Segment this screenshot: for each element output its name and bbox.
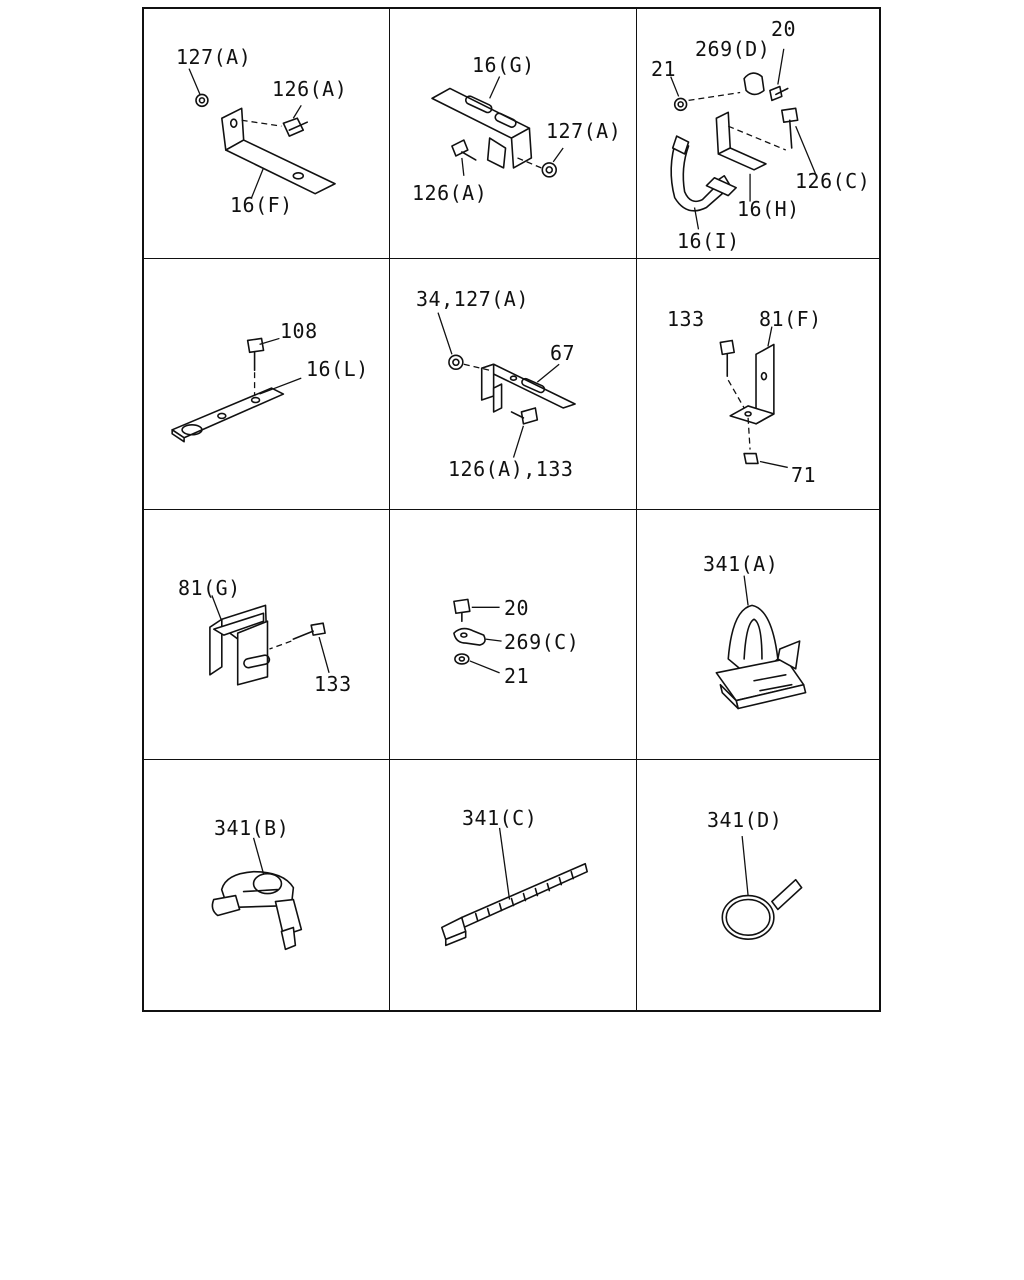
label-21: 21 bbox=[504, 663, 530, 688]
bracket-16g-drawing bbox=[431, 76, 564, 178]
label-127a: 127(A) bbox=[546, 119, 622, 143]
label-34-127a: 34,127(A) bbox=[416, 287, 529, 312]
cell-bracket-81f: 133 81(F) 71 bbox=[637, 259, 879, 510]
bracket-16h-16i-drawing bbox=[670, 48, 817, 230]
label-21: 21 bbox=[651, 57, 677, 81]
clamp-269c-drawing bbox=[453, 598, 502, 673]
band-341d-drawing bbox=[721, 835, 803, 940]
cell-bracket-16f: 127(A) 126(A) 16(F) bbox=[144, 9, 390, 260]
clip-341b-drawing bbox=[211, 837, 303, 950]
label-108: 108 bbox=[280, 319, 318, 344]
label-16l: 16(L) bbox=[306, 357, 369, 382]
cell-bracket-16g: 16(G) 127(A) 126(A) bbox=[390, 9, 637, 260]
label-126a: 126(A) bbox=[412, 181, 488, 205]
label-81f: 81(F) bbox=[759, 307, 822, 332]
label-269d: 269(D) bbox=[695, 37, 771, 61]
label-341b: 341(B) bbox=[214, 815, 290, 840]
cell-bracket-67: 34,127(A) 67 126(A),133 bbox=[390, 259, 637, 510]
bracket-16f-drawing bbox=[188, 68, 336, 198]
label-16g: 16(G) bbox=[472, 53, 535, 77]
label-81g: 81(G) bbox=[178, 575, 241, 600]
bracket-81f-drawing bbox=[719, 326, 788, 469]
cell-clip-341b: 341(B) bbox=[144, 759, 390, 1010]
tie-341c-drawing bbox=[440, 827, 588, 946]
label-126a: 126(A) bbox=[272, 77, 348, 101]
clip-341a-drawing bbox=[715, 575, 807, 709]
label-127a: 127(A) bbox=[176, 45, 252, 69]
label-341c: 341(C) bbox=[462, 805, 538, 830]
label-341a: 341(A) bbox=[703, 551, 779, 576]
label-20: 20 bbox=[771, 17, 797, 41]
label-126c: 126(C) bbox=[795, 169, 871, 193]
label-16i: 16(I) bbox=[677, 229, 740, 253]
cell-band-341d: 341(D) bbox=[637, 760, 879, 1010]
label-16f: 16(F) bbox=[230, 193, 293, 217]
label-126a-133: 126(A),133 bbox=[448, 457, 574, 482]
label-133: 133 bbox=[667, 307, 705, 332]
cell-clip-341a: 341(A) bbox=[637, 510, 879, 760]
label-133: 133 bbox=[314, 671, 352, 696]
cell-bracket-16h-16i: 20 269(D) 21 126(C) 16(H) 16(I) bbox=[637, 9, 879, 260]
label-269c: 269(C) bbox=[504, 629, 580, 654]
plate-16l-drawing bbox=[171, 337, 302, 443]
parts-diagram-grid: 127(A) 126(A) 16(F) 16(G) 127(A) 126(A) bbox=[142, 7, 881, 1012]
cell-tie-341c: 341(C) bbox=[390, 759, 637, 1010]
cell-clamp-269c: 20 269(C) 21 bbox=[390, 509, 637, 760]
cell-plate-16l: 108 16(L) bbox=[144, 259, 390, 510]
label-20: 20 bbox=[504, 595, 530, 620]
label-71: 71 bbox=[791, 463, 817, 488]
bracket-67-drawing bbox=[437, 312, 576, 459]
bracket-81g-drawing bbox=[209, 594, 330, 686]
label-67: 67 bbox=[550, 341, 576, 366]
label-16h: 16(H) bbox=[737, 197, 800, 221]
cell-bracket-81g: 81(G) 133 bbox=[144, 509, 390, 760]
label-341d: 341(D) bbox=[707, 807, 783, 832]
